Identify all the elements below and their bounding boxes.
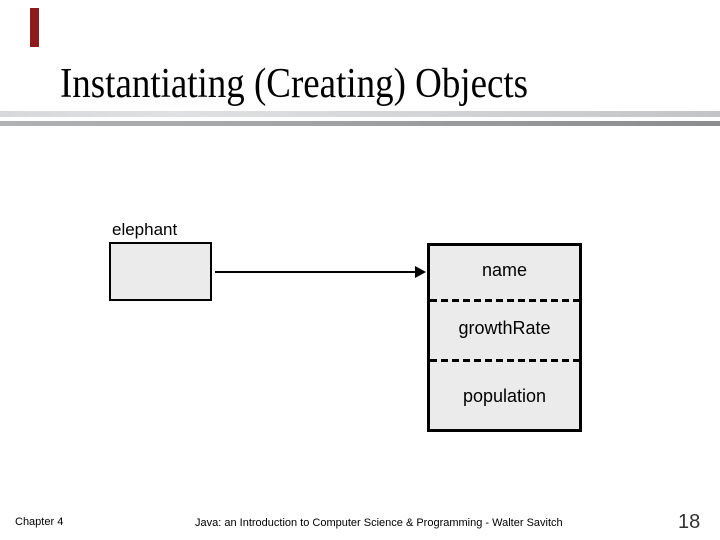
- field-name: name: [481, 260, 528, 280]
- page-number: 18: [678, 511, 701, 533]
- object-label: elephant: [112, 220, 178, 239]
- title-rule-light: [0, 111, 720, 117]
- object-arrow-line: [215, 271, 416, 273]
- page-title: Instantiating (Creating) Objects: [60, 61, 529, 107]
- footer-book-title: Java: an Introduction to Computer Scienc…: [195, 517, 563, 529]
- fields-box: name growthRate population: [427, 243, 582, 432]
- arrow-head-icon: [415, 266, 426, 278]
- field-growth-rate: growthRate: [458, 318, 551, 338]
- field-separator: [430, 299, 579, 302]
- accent-bar: [30, 8, 39, 47]
- object-box: [109, 242, 212, 301]
- field-population: population: [462, 386, 547, 406]
- footer-chapter: Chapter 4: [15, 516, 64, 528]
- title-rule-dark: [0, 121, 720, 126]
- field-separator: [430, 359, 579, 362]
